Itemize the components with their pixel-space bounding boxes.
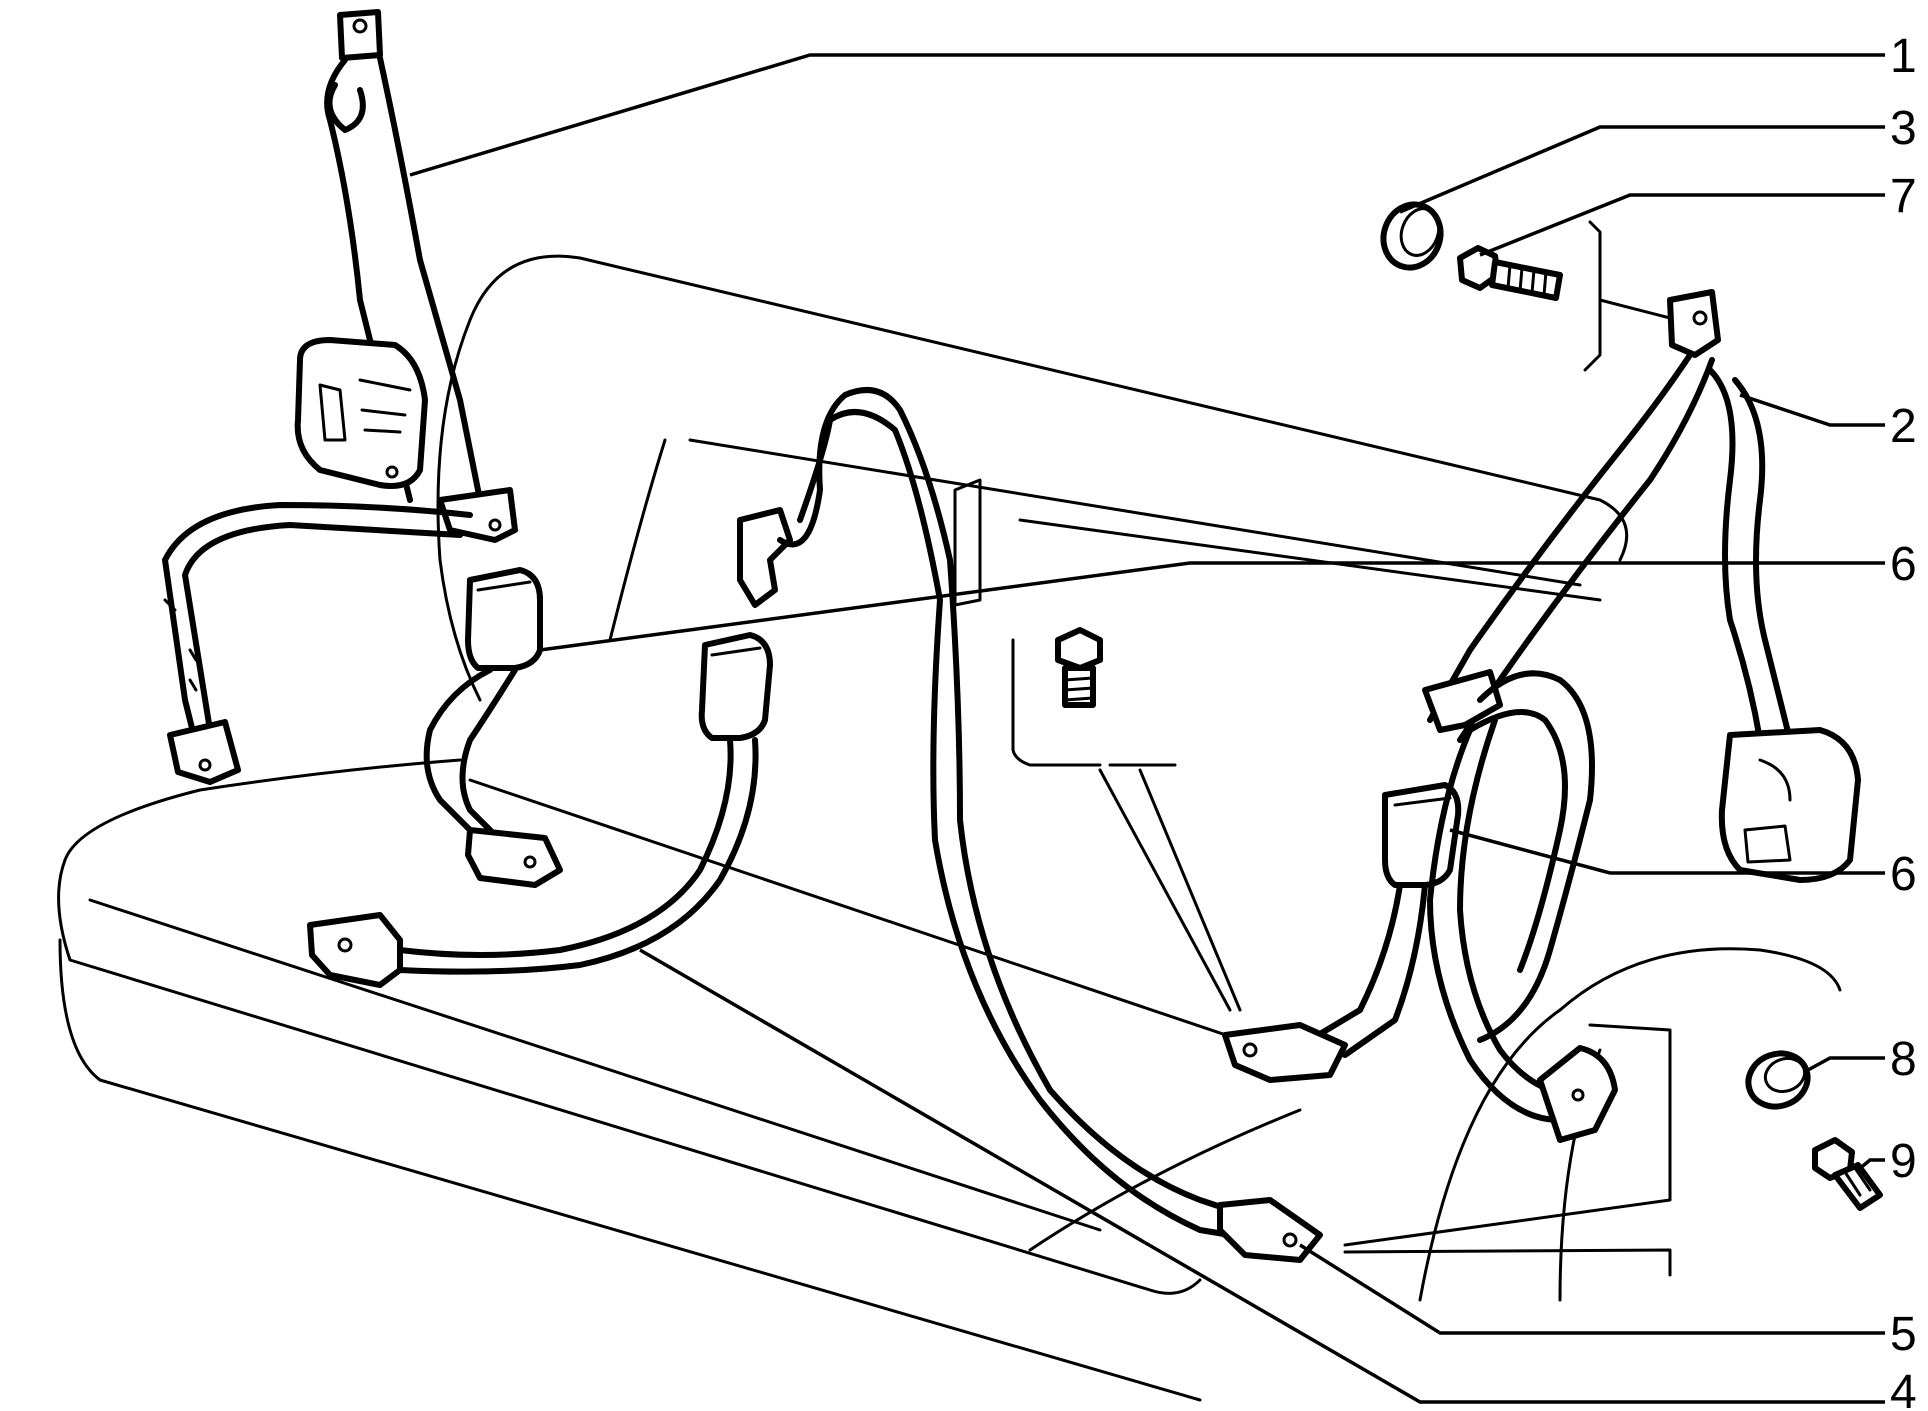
upper-right-bracket-indicator	[1583, 220, 1672, 372]
callouts: 1 3 7 2 6 6 8 9 5 4	[1890, 30, 1917, 1411]
leader-8	[1807, 1056, 1885, 1072]
part-9-bolt	[1812, 1137, 1883, 1211]
part-7-bolt	[1457, 245, 1563, 301]
leader-2	[1739, 393, 1885, 427]
callout-6-upper: 6	[1890, 538, 1917, 591]
part-4-center-buckle-strap	[307, 632, 773, 988]
part-1-left-retractor-belt	[162, 9, 518, 785]
part-8-cap	[1745, 1050, 1811, 1110]
callout-1: 1	[1890, 30, 1917, 83]
callout-3: 3	[1890, 102, 1917, 155]
callout-7: 7	[1890, 170, 1917, 223]
center-anchor-bolt	[1011, 627, 1242, 1012]
part-2-right-retractor-belt	[1422, 289, 1861, 1143]
leader-6b	[1449, 828, 1885, 875]
callout-9: 9	[1890, 1135, 1917, 1188]
callout-8: 8	[1890, 1033, 1917, 1086]
callout-2: 2	[1890, 400, 1917, 453]
callout-5: 5	[1890, 1308, 1917, 1361]
leader-7	[1479, 193, 1885, 257]
part-3-cap	[1380, 201, 1444, 271]
rear-seat-outline	[57, 254, 1842, 1402]
callout-6-lower: 6	[1890, 848, 1917, 901]
part-5-center-lap-belt	[737, 387, 1323, 1263]
part-6-right-buckle	[1222, 782, 1462, 1083]
leader-5	[1299, 1243, 1885, 1335]
leader-6a	[539, 561, 1885, 652]
leader-9	[1856, 1158, 1885, 1172]
callout-4: 4	[1890, 1366, 1917, 1411]
leader-1	[409, 53, 1885, 177]
lower-right-bracket-indicator	[1343, 1023, 1672, 1277]
leader-4	[639, 948, 1885, 1404]
part-6-left-buckle	[423, 567, 563, 888]
leader-lines	[409, 53, 1885, 1404]
leader-3	[1399, 125, 1885, 214]
